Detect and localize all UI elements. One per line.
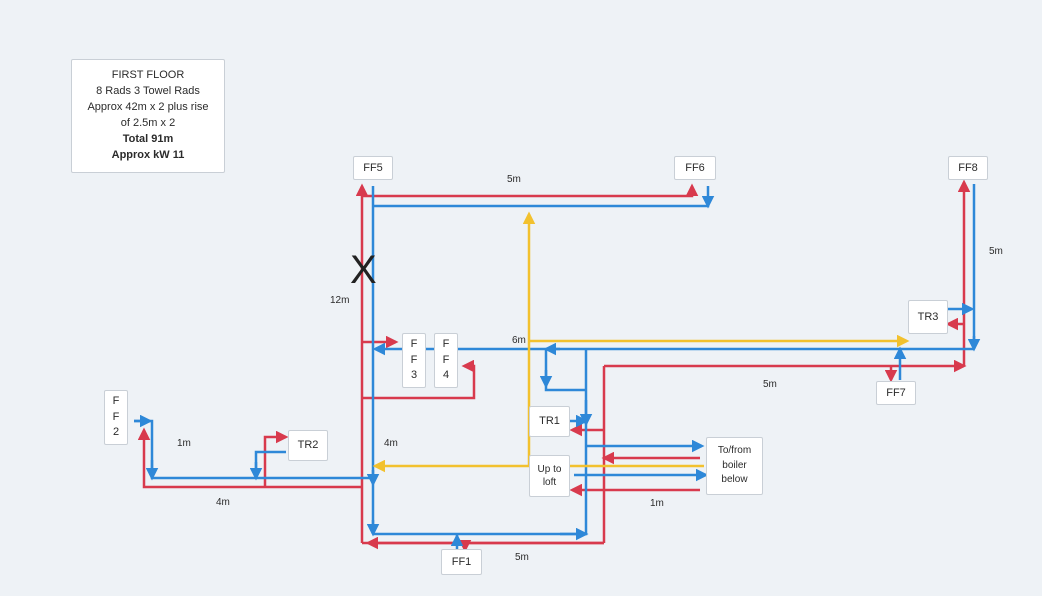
node-ff3-char: F — [410, 353, 418, 366]
node-ff1[interactable]: FF1 — [441, 549, 482, 575]
length-label: 5m — [989, 246, 1003, 257]
node-ff4-char: F — [442, 338, 450, 351]
blue-from-tr2 — [254, 450, 286, 478]
node-loft-line: Up to — [537, 464, 562, 475]
length-label: 5m — [515, 552, 529, 563]
info-panel: FIRST FLOOR 8 Rads 3 Towel Rads Approx 4… — [71, 59, 225, 173]
cross-mark: X — [350, 248, 377, 292]
node-ff2-char: F — [112, 395, 120, 408]
length-label: 12m — [330, 295, 350, 306]
node-ff8[interactable]: FF8 — [948, 156, 988, 180]
node-tr1[interactable]: TR1 — [529, 406, 570, 437]
node-ff5[interactable]: FF5 — [353, 156, 393, 180]
length-label: 1m — [177, 438, 191, 449]
node-loft[interactable]: Up to loft — [529, 455, 570, 497]
info-kw: Approx kW 11 — [111, 148, 185, 161]
node-ff4-char: F — [442, 353, 450, 366]
flow-pipes — [137, 179, 971, 553]
node-ff4-char: 4 — [442, 369, 450, 382]
info-total: Total 91m — [122, 132, 174, 145]
length-label: 4m — [216, 497, 230, 508]
node-ff2-char: F — [112, 410, 120, 423]
node-tr2[interactable]: TR2 — [288, 430, 328, 461]
node-boiler-line: To/from — [717, 445, 752, 457]
info-rads: 8 Rads 3 Towel Rads — [96, 85, 200, 98]
length-label: 4m — [384, 438, 398, 449]
red-to-tr2 — [263, 430, 289, 487]
node-ff2[interactable]: F F 2 — [104, 390, 128, 445]
node-ff6[interactable]: FF6 — [674, 156, 716, 180]
info-rise: of 2.5m x 2 — [120, 117, 176, 129]
node-ff7[interactable]: FF7 — [876, 381, 916, 405]
node-boiler[interactable]: To/from boiler below — [706, 437, 763, 495]
node-ff3[interactable]: F F 3 — [402, 333, 426, 388]
node-ff4[interactable]: F F 4 — [434, 333, 458, 388]
red-ff2-bottom — [137, 427, 362, 489]
node-ff3-char: F — [410, 338, 418, 351]
length-label: 1m — [650, 498, 664, 509]
node-boiler-line: boiler — [722, 459, 747, 471]
node-loft-line: loft — [542, 477, 557, 488]
red-to-ff6 — [362, 183, 699, 198]
node-tr3[interactable]: TR3 — [908, 300, 948, 334]
blue-ff2 — [134, 419, 373, 480]
length-label: 6m — [512, 335, 526, 346]
info-length: Approx 42m x 2 plus rise — [87, 101, 209, 114]
return-pipes — [134, 184, 981, 550]
length-label: 5m — [763, 379, 777, 390]
node-boiler-line: below — [721, 474, 748, 486]
info-title: FIRST FLOOR — [111, 69, 185, 82]
blue-tr1-drop — [544, 349, 586, 392]
node-ff2-char: 2 — [112, 426, 120, 439]
node-ff3-char: 3 — [410, 369, 418, 382]
length-label: 5m — [507, 174, 521, 185]
red-to-ff4 — [362, 359, 476, 400]
